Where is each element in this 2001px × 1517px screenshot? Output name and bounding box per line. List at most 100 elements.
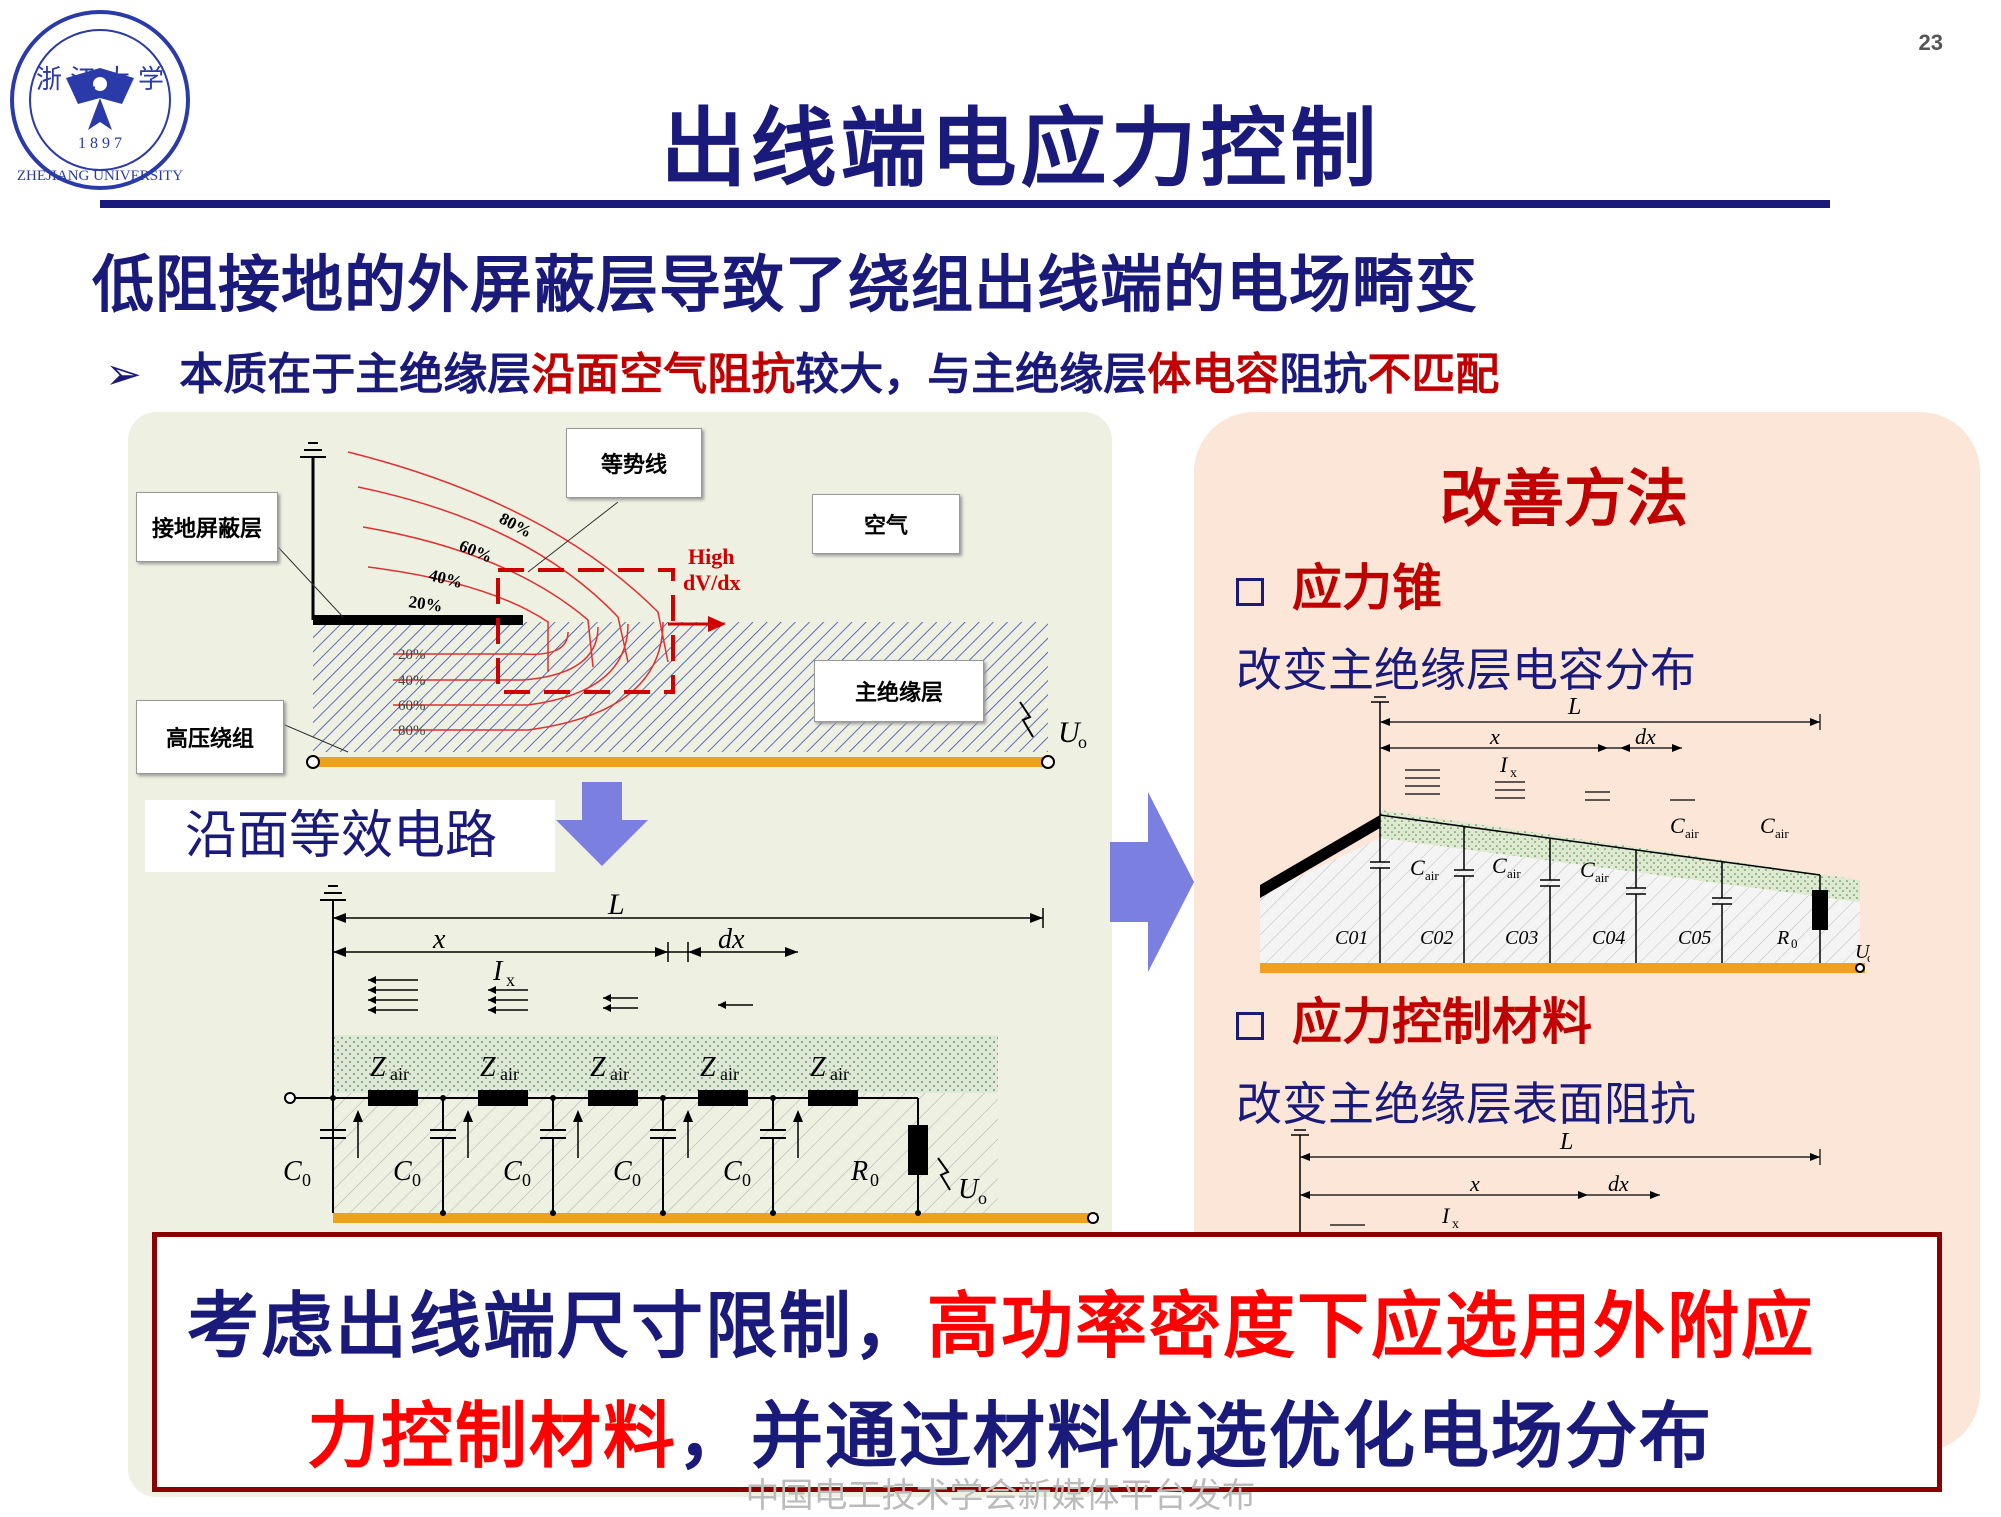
label-equipotential: 等势线 bbox=[566, 428, 702, 498]
rd1-cair-sub: air bbox=[1425, 868, 1439, 883]
bullet-seg: 沿面空气阻抗 bbox=[531, 349, 796, 400]
rd1-cair-sub: air bbox=[1507, 866, 1521, 881]
contour-label: 80% bbox=[496, 509, 535, 542]
rd2-x: x bbox=[1469, 1171, 1480, 1196]
right-arrow-icon bbox=[1110, 792, 1194, 972]
logo-year: 1 8 9 7 bbox=[78, 135, 122, 152]
contour-label: 20% bbox=[407, 592, 443, 616]
rd1-current-sub: x bbox=[1510, 766, 1517, 781]
bullet-seg: 不匹配 bbox=[1367, 349, 1500, 400]
voltage-sub: o bbox=[1078, 732, 1087, 752]
r0-sub: 0 bbox=[870, 1170, 879, 1190]
c0-sub: 0 bbox=[412, 1170, 421, 1190]
current-sub: x bbox=[506, 970, 515, 990]
callout-line-2: 力控制材料，并通过材料优选优化电场分布 bbox=[307, 1377, 1713, 1482]
callout-seg: 力控制材料 bbox=[307, 1394, 678, 1478]
r0-label: R bbox=[850, 1156, 868, 1187]
c0-sub: 0 bbox=[632, 1170, 641, 1190]
subtitle: 低阻接地的外屏蔽层导致了绕组出线端的电场畸变 bbox=[92, 248, 1479, 321]
c0-label: C bbox=[723, 1156, 742, 1187]
length-label: L bbox=[607, 888, 625, 921]
zair-sub: air bbox=[830, 1064, 849, 1084]
label-main-insulation: 主绝缘层 bbox=[814, 660, 984, 722]
contour-label: 40% bbox=[427, 565, 465, 592]
rd1-c0x: C03 bbox=[1505, 927, 1538, 949]
method-stress-material: 应力控制材料 bbox=[1236, 982, 1592, 1054]
rd1-u0: U bbox=[1855, 941, 1870, 963]
rd1-c0x: C01 bbox=[1335, 927, 1368, 949]
current-label: I bbox=[492, 956, 504, 987]
rd1-r0: R bbox=[1776, 927, 1789, 949]
zair-sub: air bbox=[720, 1064, 739, 1084]
rd1-cair: C bbox=[1410, 855, 1425, 880]
c0-label: C bbox=[393, 1156, 412, 1187]
callout-line-1: 考虑出线端尺寸限制，高功率密度下应选用外附应 bbox=[187, 1267, 1815, 1372]
title-divider bbox=[100, 200, 1830, 208]
rd1-cair: C bbox=[1760, 813, 1775, 838]
rd1-r0-sub: 0 bbox=[1791, 936, 1798, 951]
contour-label-inner: 60% bbox=[398, 698, 426, 714]
label-ground-shield: 接地屏蔽层 bbox=[136, 492, 278, 562]
rd1-c0x: C04 bbox=[1592, 927, 1625, 949]
checkbox-square-icon bbox=[1236, 577, 1264, 606]
rd1-u0-sub: o bbox=[1867, 950, 1870, 965]
callout-seg: ，并通过材料优选优化电场分布 bbox=[677, 1394, 1714, 1478]
callout-seg: 高功率密度下应选用外附应 bbox=[927, 1284, 1816, 1368]
slide-title: 出线端电应力控制 bbox=[660, 99, 1381, 199]
bullet-marker-icon: ➢ bbox=[105, 349, 142, 400]
zair-sub: air bbox=[390, 1064, 409, 1084]
rd1-c0x: C02 bbox=[1420, 927, 1453, 949]
zair-label: Z bbox=[810, 1052, 826, 1083]
dx-label: dx bbox=[718, 924, 745, 955]
rd1-cair: C bbox=[1580, 857, 1595, 882]
c0-sub: 0 bbox=[522, 1170, 531, 1190]
callout-seg: 考虑出线端尺寸限制， bbox=[187, 1284, 928, 1368]
stress-material-diagram: L x dx I x bbox=[1291, 1129, 1821, 1235]
c0-label: C bbox=[283, 1156, 302, 1187]
university-logo: 1 8 9 7 浙江大学 ZHEJIANG UNIVERSITY bbox=[10, 10, 190, 190]
rd2-current-sub: x bbox=[1452, 1217, 1459, 1232]
page-number: 23 bbox=[1918, 30, 1943, 55]
rd1-current: I bbox=[1499, 752, 1509, 777]
rd1-cair-sub: air bbox=[1775, 826, 1789, 841]
method1-title: 应力锥 bbox=[1292, 559, 1442, 617]
method1-desc: 改变主绝缘层电容分布 bbox=[1236, 643, 1696, 697]
checkbox-square-icon bbox=[1236, 1011, 1264, 1040]
surface-equivalent-circuit: L x dx I x Z Z Z Z Z air air air air air… bbox=[283, 885, 1099, 1224]
bullet-seg: 本质在于主绝缘层 bbox=[179, 349, 532, 400]
rd1-cair: C bbox=[1492, 853, 1507, 878]
x-label: x bbox=[432, 924, 446, 955]
methods-heading: 改善方法 bbox=[1440, 462, 1689, 535]
c0-label: C bbox=[613, 1156, 632, 1187]
u0-label: U bbox=[958, 1174, 980, 1205]
bullet-seg: 较大，与主绝缘层 bbox=[795, 349, 1148, 400]
contour-label: 60% bbox=[457, 536, 496, 566]
method-stress-cone: 应力锥 bbox=[1236, 548, 1442, 620]
hv-conductor bbox=[313, 757, 1048, 767]
circuit-caption: 沿面等效电路 bbox=[145, 800, 555, 872]
c0-sub: 0 bbox=[302, 1170, 311, 1190]
rd2-dx: dx bbox=[1608, 1171, 1629, 1196]
high-field-label: High bbox=[688, 544, 734, 569]
rd2-current: I bbox=[1441, 1203, 1451, 1228]
dvdx-label: dV/dx bbox=[683, 570, 740, 595]
down-arrow-icon bbox=[556, 782, 648, 866]
zair-label: Z bbox=[700, 1052, 716, 1083]
rd1-cair-sub: air bbox=[1685, 826, 1699, 841]
c0-sub: 0 bbox=[742, 1170, 751, 1190]
u0-sub: o bbox=[978, 1188, 987, 1208]
zair-sub: air bbox=[610, 1064, 629, 1084]
c0-label: C bbox=[503, 1156, 522, 1187]
logo-english-name: ZHEJIANG UNIVERSITY bbox=[17, 168, 183, 184]
zair-label: Z bbox=[590, 1052, 606, 1083]
footer-watermark: 中国电工技术学会新媒体平台发布 bbox=[745, 1476, 1256, 1516]
rd1-c0x: C05 bbox=[1678, 927, 1711, 949]
rd1-cair-sub: air bbox=[1595, 870, 1609, 885]
bullet-seg: 体电容 bbox=[1147, 349, 1280, 400]
stress-cone-diagram: L x dx I x C C C C C air air air air air… bbox=[1260, 694, 1870, 973]
method2-title: 应力控制材料 bbox=[1292, 993, 1592, 1051]
voltage-label: U bbox=[1058, 716, 1082, 749]
circuit-segments bbox=[368, 1090, 858, 1106]
bullet-seg: 阻抗 bbox=[1279, 349, 1368, 400]
contour-label-inner: 40% bbox=[398, 673, 426, 689]
